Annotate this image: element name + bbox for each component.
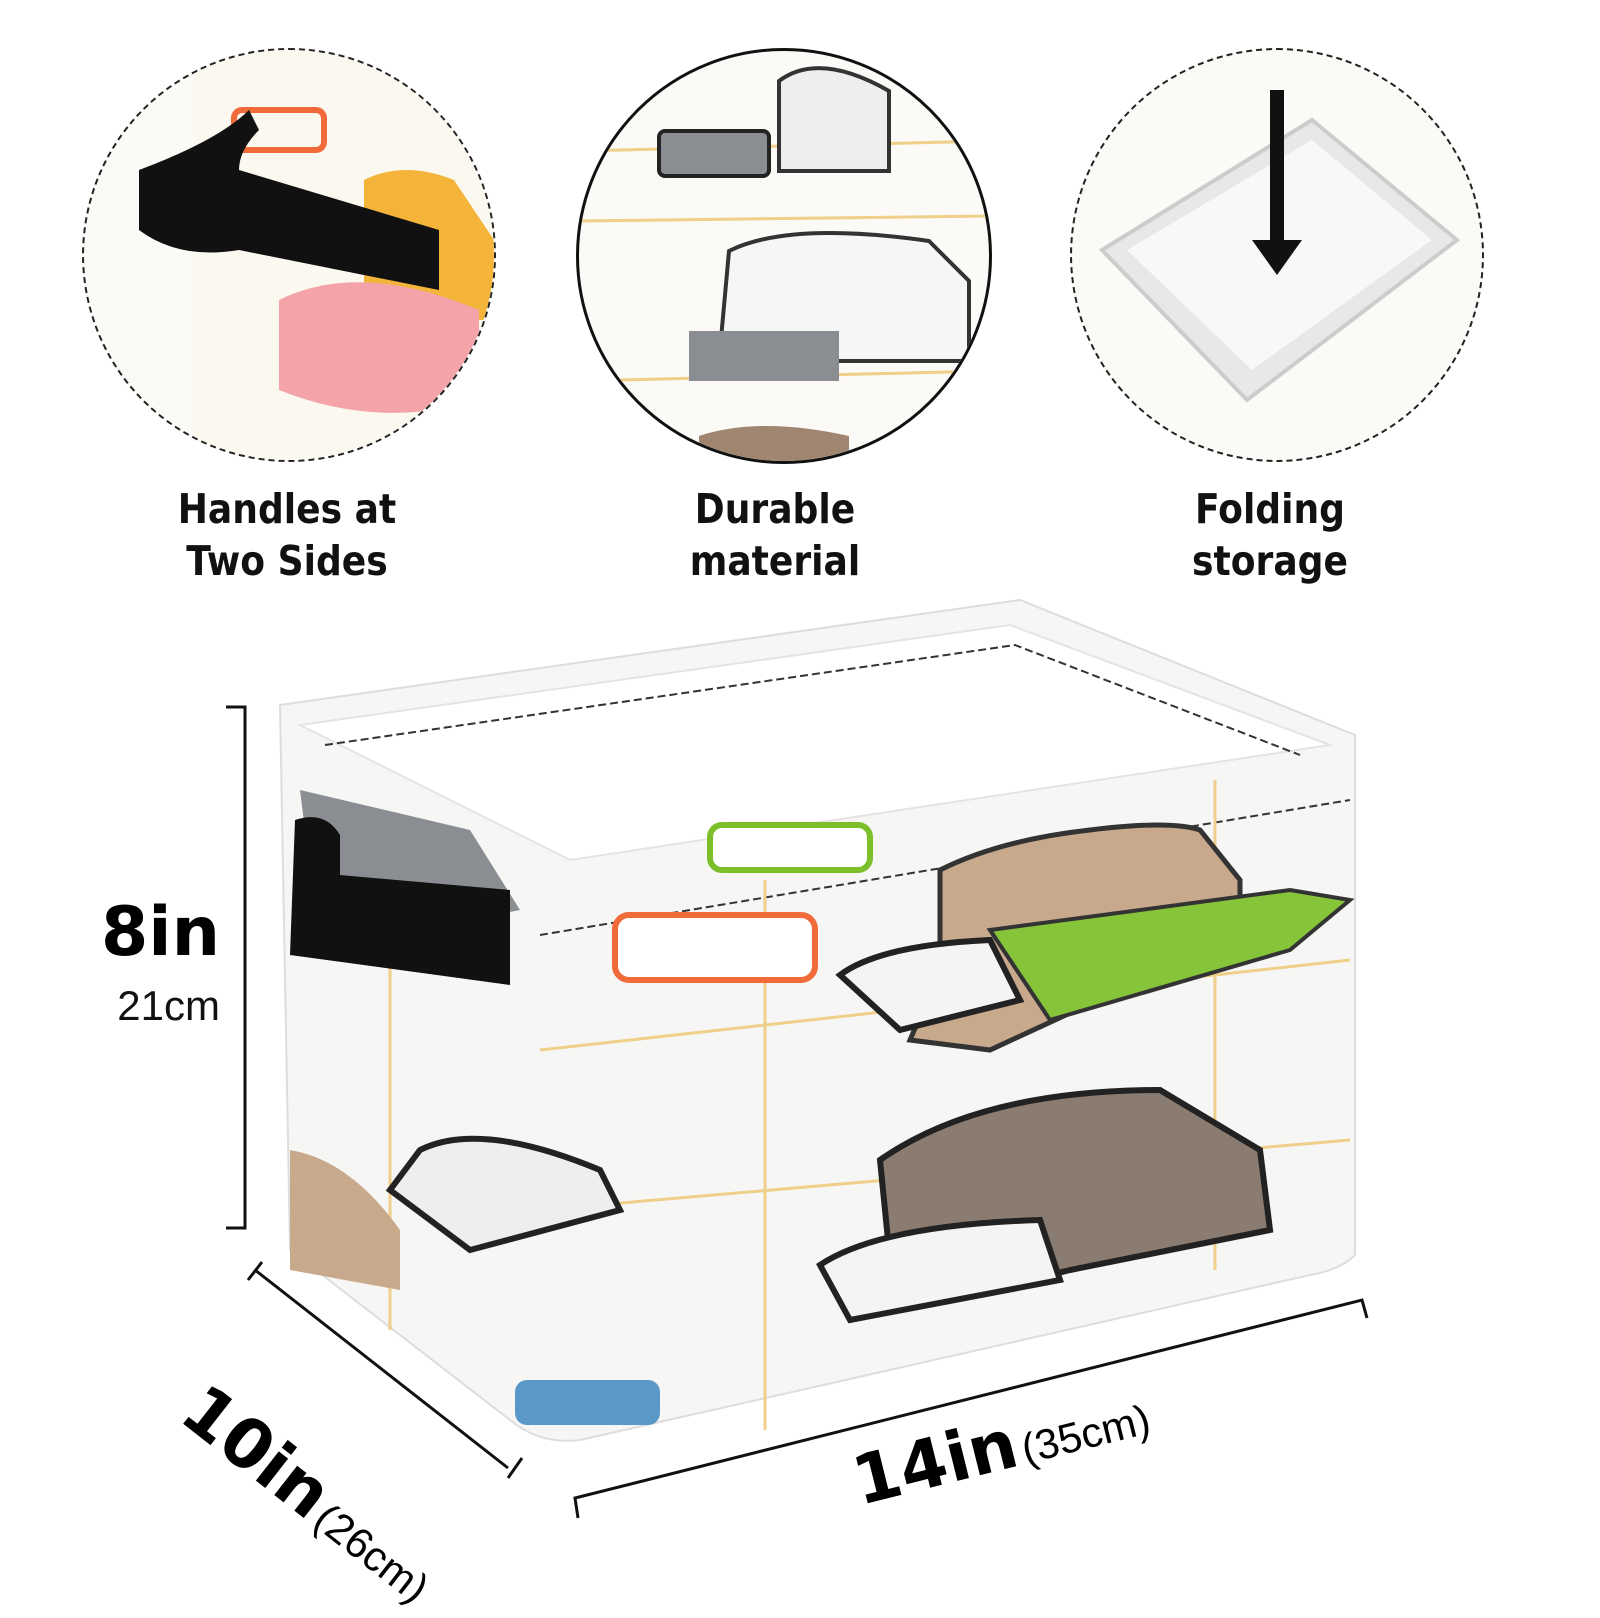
feature-line: Two Sides: [186, 537, 388, 585]
feature-line: Durable: [694, 485, 856, 533]
folding-storage-circle: [1070, 48, 1484, 462]
handle-icon: [290, 817, 510, 985]
feature-line: Folding: [1194, 485, 1346, 533]
height-inches: 8in: [100, 893, 220, 972]
fabric-closeup-circle: [576, 48, 992, 464]
dimension-lines: [226, 705, 1369, 1519]
handle-closeup-circle: [82, 48, 496, 462]
feature-line: Handles at: [177, 485, 397, 533]
feature-label-folding: Folding storage: [1112, 483, 1429, 587]
height-cm: 21cm: [117, 982, 220, 1029]
handle-icon: [139, 50, 494, 460]
feature-line: storage: [1192, 537, 1348, 585]
fabric-icon: [579, 66, 989, 461]
feature-label-durable: Durable material: [617, 483, 934, 587]
basket-opening: [296, 623, 1334, 862]
folding-arrow-icon: [1098, 90, 1461, 403]
feature-label-handles: Handles at Two Sides: [129, 483, 446, 587]
feature-line: material: [689, 537, 861, 585]
